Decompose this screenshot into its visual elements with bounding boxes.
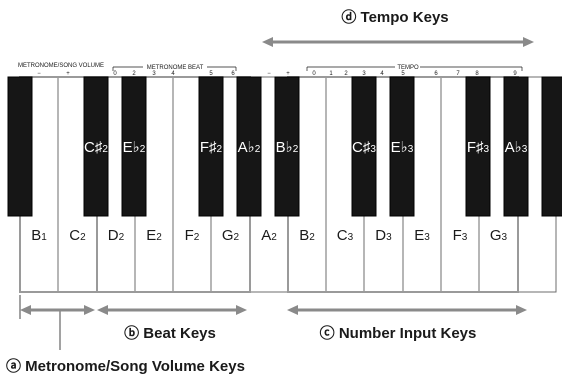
panel-key-mark: 4 (171, 71, 175, 77)
octave-number: 2 (140, 144, 146, 155)
black-key (389, 76, 415, 217)
black-keys (7, 76, 562, 217)
panel-key-mark: + (286, 71, 290, 77)
octave-number: 2 (119, 232, 125, 243)
panel-key-mark: 9 (513, 71, 517, 77)
white-key-note-label: C3 (337, 227, 354, 244)
octave-number: 3 (484, 144, 490, 155)
octave-number: 2 (293, 144, 299, 155)
black-key-note-label: C♯2 (84, 139, 108, 156)
tempo-keys-callout: ⓓ Tempo Keys (341, 8, 448, 26)
octave-number: 2 (234, 232, 240, 243)
white-key-note-label: B2 (299, 227, 315, 244)
panel-key-mark: + (66, 71, 70, 77)
white-key-note-label: D2 (108, 227, 125, 244)
black-key-note-label: A♭2 (238, 139, 261, 156)
black-key (236, 76, 262, 217)
octave-number: 2 (255, 144, 261, 155)
panel-key-mark: − (37, 71, 41, 77)
white-key-note-label: B1 (31, 227, 47, 244)
white-key-note-label: E2 (146, 227, 162, 244)
black-key-note-label: F♯3 (467, 139, 490, 156)
octave-number: 3 (502, 232, 508, 243)
black-key-note-label: A♭3 (505, 139, 528, 156)
panel-key-mark: 0 (312, 71, 316, 77)
black-key (198, 76, 224, 217)
black-key (121, 76, 147, 217)
number-input-keys-callout: ⓒ Number Input Keys (320, 324, 477, 342)
octave-number: 2 (309, 232, 315, 243)
octave-number: 3 (522, 144, 528, 155)
beat-keys-dimension (97, 305, 247, 315)
panel-key-mark: − (267, 71, 271, 77)
black-key-note-label: E♭2 (123, 139, 146, 156)
white-key-note-label: E3 (414, 227, 430, 244)
tempo-keys-dimension (262, 37, 534, 47)
panel-key-mark: 3 (152, 71, 156, 77)
white-key-note-label: D3 (375, 227, 392, 244)
panel-key-mark: 8 (475, 71, 479, 77)
octave-number: 3 (348, 232, 354, 243)
metronome-beat-label: METRONOME BEAT (147, 65, 204, 71)
black-key (465, 76, 491, 217)
panel-key-mark: 7 (456, 71, 460, 77)
panel-key-mark: 4 (380, 71, 384, 77)
octave-number: 1 (41, 232, 47, 243)
panel-key-mark: 0 (113, 71, 117, 77)
black-key (83, 76, 109, 217)
volume-keys-dimension (19, 295, 95, 350)
number-input-keys-dimension (287, 305, 527, 315)
white-key-note-label: A2 (261, 227, 277, 244)
octave-number: 2 (102, 144, 108, 155)
panel-key-mark: 5 (209, 71, 213, 77)
white-key-note-label: G2 (222, 227, 240, 244)
octave-number: 3 (370, 144, 376, 155)
black-key-note-label: B♭2 (276, 139, 299, 156)
beat-keys-callout: ⓑ Beat Keys (124, 324, 216, 342)
black-key (7, 76, 33, 217)
white-key-note-label: F2 (185, 227, 200, 244)
black-key (351, 76, 377, 217)
black-key-note-label: F♯2 (200, 139, 223, 156)
white-key-note-label: F3 (453, 227, 468, 244)
panel-key-mark: 6 (434, 71, 438, 77)
black-key (541, 76, 562, 217)
tempo-label-group: TEMPO (306, 65, 523, 71)
beat-label-group: METRONOME BEAT (112, 65, 237, 71)
panel-key-mark: 1 (329, 71, 333, 77)
white-key-note-label: C2 (69, 227, 86, 244)
octave-number: 2 (217, 144, 223, 155)
octave-number: 2 (271, 232, 277, 243)
panel-key-mark: 3 (362, 71, 366, 77)
octave-number: 3 (386, 232, 392, 243)
black-key-note-label: C♯3 (352, 139, 376, 156)
panel-key-mark: 2 (344, 71, 348, 77)
panel-key-mark: 6 (231, 71, 235, 77)
black-key (503, 76, 529, 217)
octave-number: 2 (194, 232, 200, 243)
octave-number: 3 (408, 144, 414, 155)
black-key-note-label: E♭3 (391, 139, 414, 156)
panel-key-labels: − +0 2 3 4 5 6 − +0 1 2 3 4 5 6 7 8 9 (37, 71, 517, 77)
panel-key-mark: 2 (132, 71, 136, 77)
key-note-labels: C♯2 E♭2 F♯2 A♭2 B♭2 C♯3 E♭3 F♯3 A♭3B1 C2 D2 E2 F2 G2 A… (31, 139, 528, 244)
metronome-song-volume-label: METRONOME/SONG VOLUME (18, 63, 104, 69)
octave-number: 2 (80, 232, 86, 243)
tempo-label: TEMPO (397, 65, 419, 71)
metronome-song-volume-keys-callout: ⓐ Metronome/Song Volume Keys (6, 357, 245, 375)
panel-key-mark: 5 (401, 71, 405, 77)
octave-number: 2 (156, 232, 162, 243)
white-key-note-label: G3 (490, 227, 508, 244)
octave-number: 3 (462, 232, 468, 243)
octave-number: 3 (424, 232, 430, 243)
black-key (274, 76, 300, 217)
